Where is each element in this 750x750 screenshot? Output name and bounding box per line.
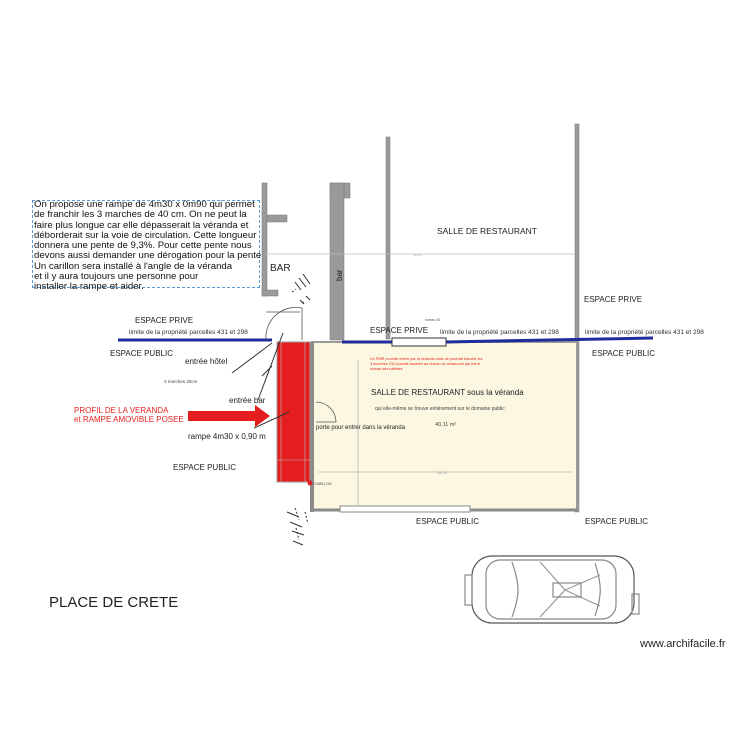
label-espace-prive-center: ESPACE PRIVE	[370, 326, 428, 335]
veranda-window	[339, 505, 471, 513]
label-bar-small: bar	[335, 269, 344, 281]
pmr-note-1: Un PMR pourrait entrer par la véranda ma…	[370, 357, 483, 361]
watermark-link[interactable]: www.archifacile.fr	[640, 638, 726, 650]
veranda-sub: qui elle-même se trouve entièrement sur …	[375, 406, 505, 412]
arrow-right-icon	[188, 405, 270, 427]
dimension-lines	[265, 253, 575, 505]
label-profil-2: et RAMPE AMOVIBLE POSEE	[74, 415, 184, 424]
label-carillon: CARILLON	[314, 482, 332, 486]
label-espace-prive-right: ESPACE PRIVE	[584, 295, 642, 304]
label-espace-public-bottom-center: ESPACE PUBLIC	[416, 517, 479, 526]
label-entree-hotel: entrée hôtel	[185, 357, 227, 366]
label-espace-public-bottom-right: ESPACE PUBLIC	[585, 517, 648, 526]
label-niveau: niveau 40	[425, 318, 440, 322]
veranda-title: SALLE DE RESTAURANT sous la véranda	[371, 388, 524, 397]
label-espace-public-left: ESPACE PUBLIC	[110, 349, 173, 358]
label-espace-prive-left: ESPACE PRIVE	[135, 316, 193, 325]
label-espace-public-right: ESPACE PUBLIC	[592, 349, 655, 358]
note-line: Un carillon sera installé à l'angle de l…	[34, 260, 233, 272]
label-limite-left: limite de la propriété parcelles 431 et …	[129, 329, 248, 336]
boundary-line	[118, 336, 654, 344]
label-profil-1: PROFIL DE LA VERANDA	[74, 406, 169, 415]
proposal-note-box	[32, 200, 260, 288]
note-line: et il y aura toujours une personne pour	[34, 271, 199, 283]
note-line: faire plus longue car elle dépasserait l…	[34, 219, 249, 231]
car-icon	[464, 555, 640, 624]
note-line: déborderait sur la voie de circulation. …	[34, 229, 257, 241]
place-title: PLACE DE CRETE	[49, 594, 179, 611]
proposal-note: On propose une rampe de 4m30 x 0m90 qui …	[34, 199, 266, 293]
label-espace-public-mid-left: ESPACE PUBLIC	[173, 463, 236, 472]
walls	[261, 123, 580, 513]
window-element	[391, 337, 447, 347]
label-porte: porte pour entrer dans la véranda	[316, 425, 406, 431]
label-area: 40,11 m²	[435, 422, 456, 428]
ramp	[276, 341, 311, 483]
stairs-icon	[286, 273, 311, 546]
label-rampe: rampe 4m30 x 0,90 m	[188, 432, 266, 441]
note-line: On propose une rampe de 4m30 x 0m90 qui …	[34, 199, 255, 210]
note-line: donnera une pente de 9,3%. Pour cette pe…	[34, 240, 252, 252]
dim-veranda: 7,81 m	[436, 471, 447, 475]
door-swing-icon	[265, 307, 337, 423]
label-limite-right: limite de la propriété parcelles 431 et …	[585, 329, 704, 336]
label-marches: 3 marches 40cm	[164, 379, 198, 384]
note-line: installer la rampe et aider.	[34, 281, 144, 293]
pmr-note-3: niveau des toilettes	[370, 367, 403, 371]
label-bar-room: BAR	[270, 263, 291, 274]
carillon-icon	[307, 480, 313, 486]
note-line: devons aussi demander une dérogation pou…	[34, 250, 262, 262]
label-salle-restaurant: SALLE DE RESTAURANT	[437, 226, 537, 236]
label-limite-center: limite de la propriété parcelles 431 et …	[440, 329, 559, 336]
dim-top: 8,4 m	[414, 253, 422, 257]
pmr-note-2: 3 marches OU pourrait accéder au niveau …	[370, 362, 480, 366]
note-line: de franchir les 3 marches de 40 cm. On n…	[34, 209, 247, 221]
label-entree-bar: entrée bar	[229, 396, 266, 405]
